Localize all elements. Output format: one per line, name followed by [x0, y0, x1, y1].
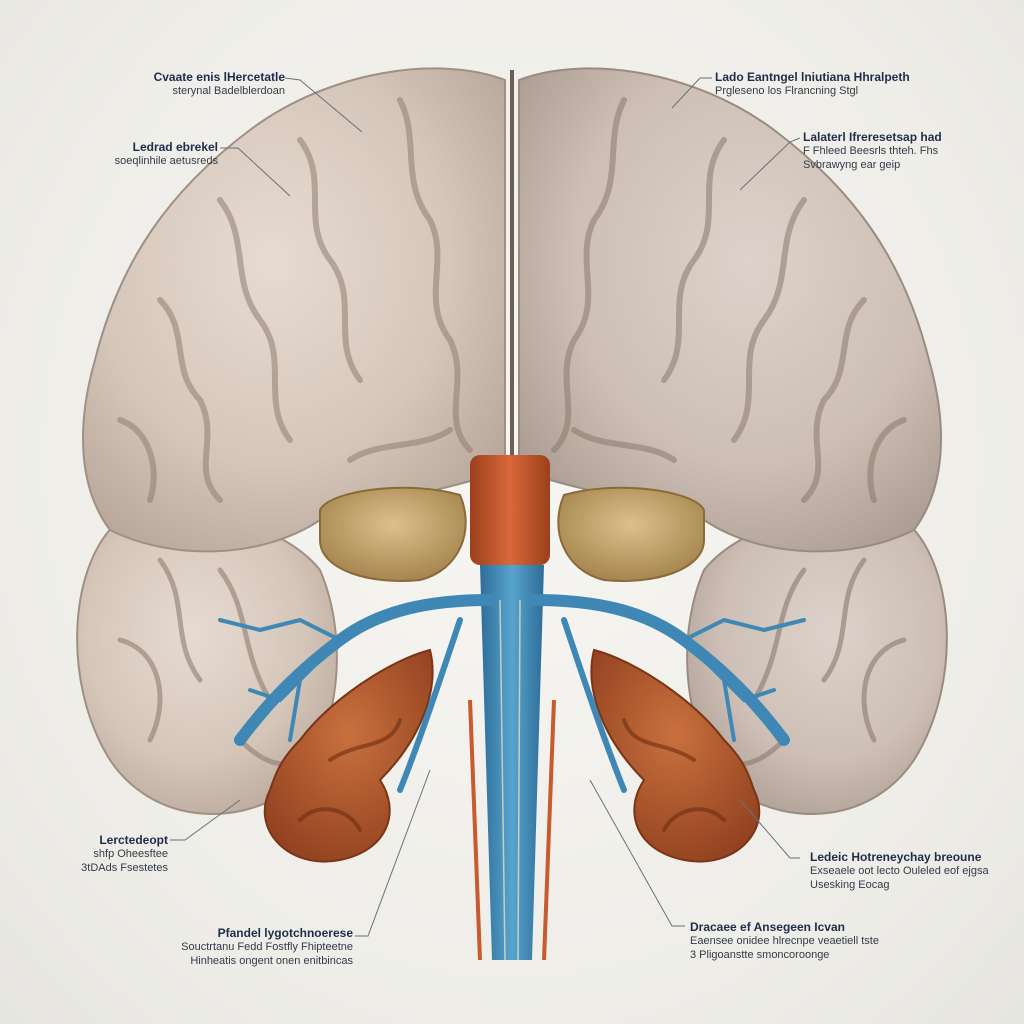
label-title: Pfandel lygotchnoerese	[217, 926, 353, 940]
label-subtitle: shfp Oheesftee	[93, 848, 168, 860]
label-title: Cvaate enis lHercetatle	[153, 70, 285, 84]
leader-lines	[170, 77, 801, 937]
label-top-right-1: Lado Eantngel lniutiana Hhralpeth Prgles…	[715, 70, 975, 99]
label-subtitle: F Fhleed Beesrls thteh. Fhs	[803, 145, 939, 157]
thalamus	[319, 486, 705, 582]
label-top-right-2: Lalaterl Ifreresetsap had F Fhleed Beesr…	[803, 130, 1003, 173]
label-bottom-left-2: Pfandel lygotchnoerese Souctrtanu Fedd F…	[120, 926, 353, 969]
label-subtitle: 3 Pligoanstte smoncoroonge	[690, 948, 830, 961]
label-title: Dracaee ef Ansegeen Icvan	[690, 920, 845, 934]
cerebellum-left	[263, 648, 434, 863]
label-subtitle: sterynal Badelblerdoan	[172, 85, 285, 97]
label-subtitle: 3tDAds Fsestetes	[81, 861, 168, 874]
brainstem	[468, 455, 556, 961]
label-subtitle: Svbrawyng ear geip	[803, 158, 901, 171]
label-subtitle: Hinheatis ongent onen enitbincas	[190, 954, 353, 967]
label-bottom-left-1: Lerctedeopt shfp Oheesftee 3tDAds Fseste…	[30, 833, 168, 876]
label-top-left-1: Cvaate enis lHercetatle sterynal Badelbl…	[110, 70, 285, 99]
left-hemisphere	[82, 67, 506, 553]
label-title: Ledrad ebrekel	[132, 140, 218, 154]
label-subtitle: soeqlinhile aetusreds	[114, 155, 218, 167]
label-subtitle: Eaensee onidee hlrecnpe veaetiell tste	[690, 935, 879, 947]
label-bottom-right-1: Ledeic Hotreneychay breoune Exseaele oot…	[810, 850, 1015, 893]
label-subtitle: Souctrtanu Fedd Fostfly Fhipteetne	[181, 941, 353, 953]
cerebellum-right	[590, 648, 761, 863]
label-title: Ledeic Hotreneychay breoune	[810, 850, 982, 864]
label-bottom-right-2: Dracaee ef Ansegeen Icvan Eaensee onidee…	[690, 920, 950, 963]
label-title: Lado Eantngel lniutiana Hhralpeth	[715, 70, 910, 84]
label-title: Lerctedeopt	[99, 833, 168, 847]
label-subtitle: Prgleseno los Flrancning Stgl	[715, 85, 859, 97]
label-title: Lalaterl Ifreresetsap had	[803, 130, 942, 144]
blood-vessels	[218, 594, 806, 793]
label-subtitle: Exseaele oot lecto Ouleled eof ejgsa	[810, 865, 989, 877]
label-subtitle: Usesking Eocag	[810, 878, 890, 891]
label-top-left-2: Ledrad ebrekel soeqlinhile aetusreds	[60, 140, 218, 169]
